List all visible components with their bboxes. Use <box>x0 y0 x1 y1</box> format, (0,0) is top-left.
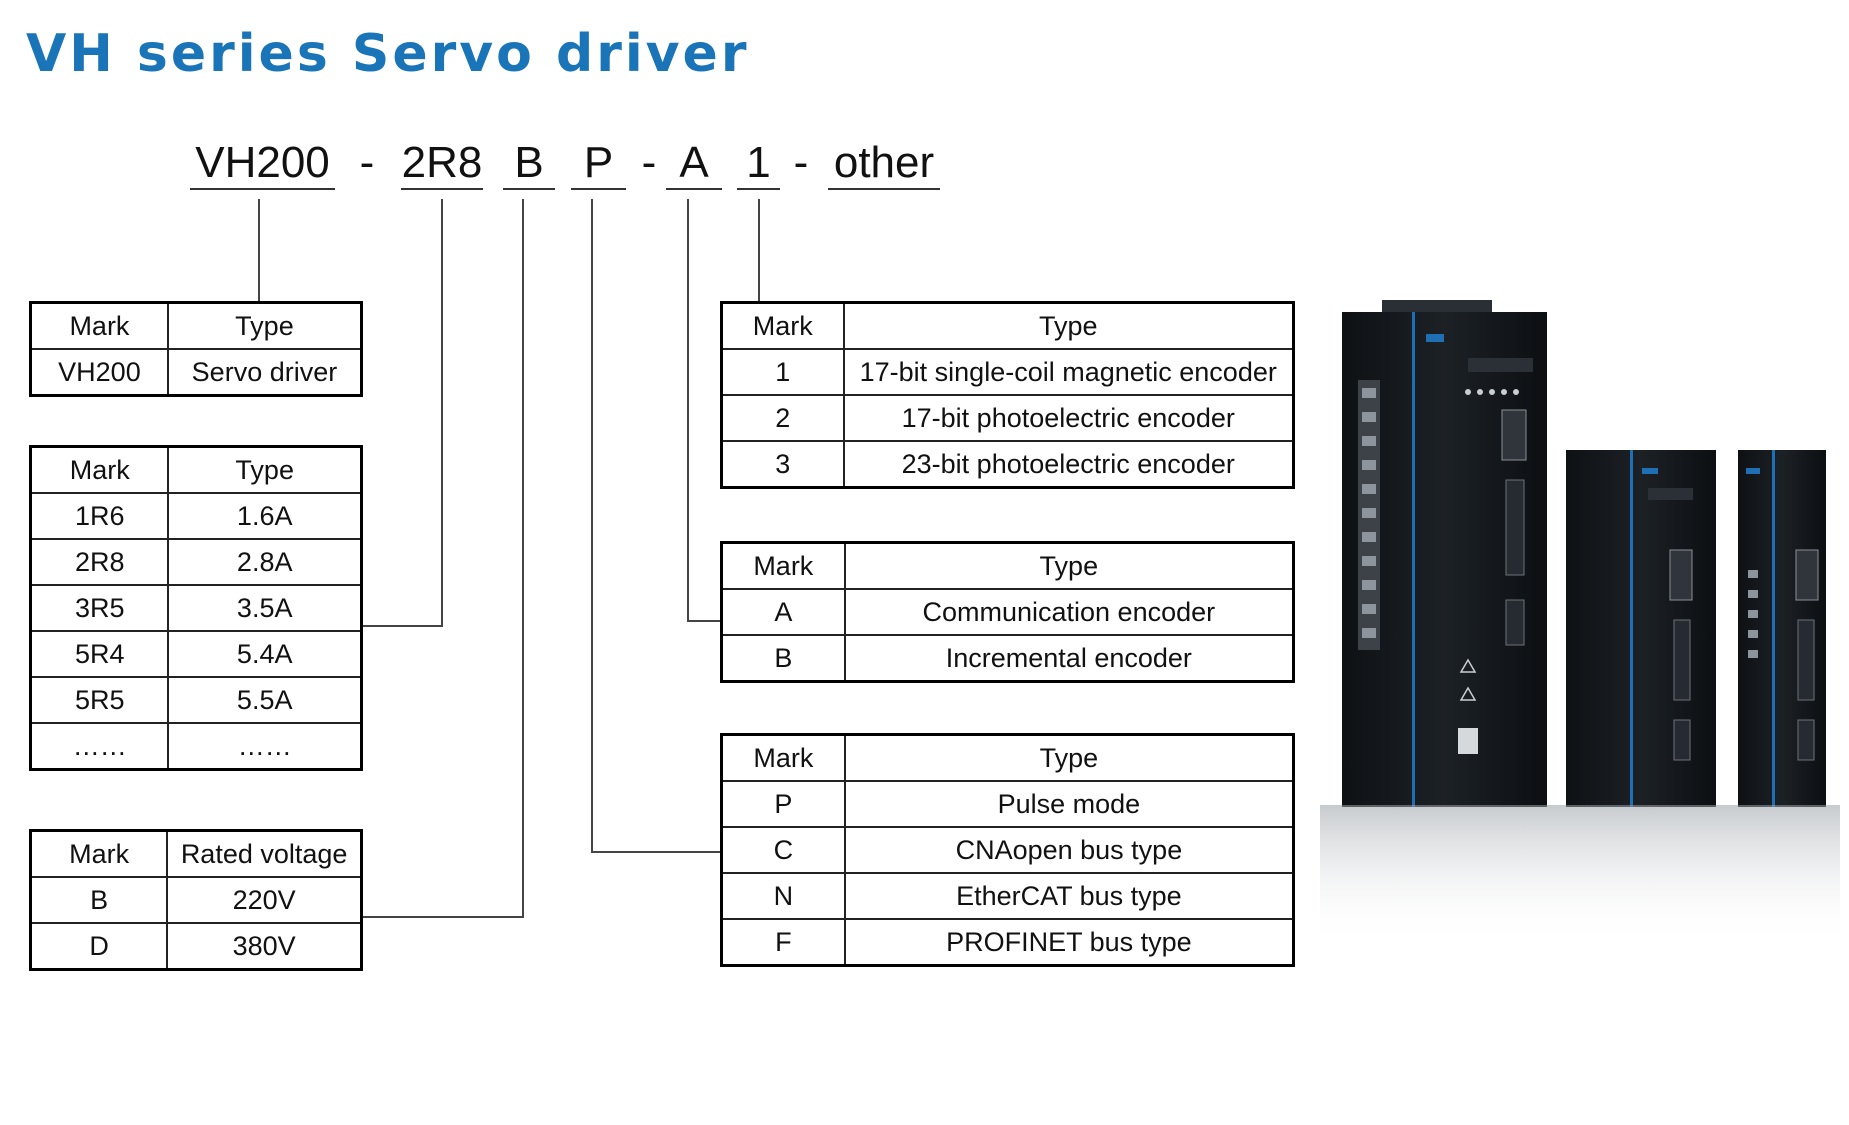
cell-mark: 3 <box>720 440 845 489</box>
cell-type: 1.6A <box>167 492 363 540</box>
code-voltage: B <box>503 138 555 190</box>
code-current: 2R8 <box>401 138 483 190</box>
table-header-row: Mark Type <box>720 301 1295 350</box>
header-type: Type <box>843 541 1295 590</box>
cell-mark: F <box>720 918 846 967</box>
cell-type: 17-bit single-coil magnetic encoder <box>842 348 1295 396</box>
code-dash: - <box>359 138 375 187</box>
cell-mark: C <box>720 826 846 874</box>
connector-current <box>363 199 443 627</box>
cell-mark: 2R8 <box>29 538 170 586</box>
connector-control <box>591 199 720 853</box>
connector-voltage <box>363 199 524 918</box>
floor-reflection <box>1320 805 1840 945</box>
cell-mark: 1R6 <box>29 492 170 540</box>
header-type: Type <box>843 733 1295 782</box>
cell-mark: 3R5 <box>29 584 170 632</box>
cell-type: EtherCAT bus type <box>843 872 1295 920</box>
cell-voltage: 220V <box>166 876 363 924</box>
header-type: Type <box>842 301 1295 350</box>
code-encoder-type: A <box>666 138 722 190</box>
cell-type: …… <box>167 722 363 771</box>
code-encoder-bits: 1 <box>737 138 780 190</box>
cell-mark: 2 <box>720 394 845 442</box>
table-header-row: Mark Type <box>720 541 1295 590</box>
cell-type: 17-bit photoelectric encoder <box>842 394 1295 442</box>
cell-type: Incremental encoder <box>843 634 1295 683</box>
cell-mark: P <box>720 780 846 828</box>
cell-type: PROFINET bus type <box>843 918 1295 967</box>
connector-encoder-type <box>687 199 720 622</box>
header-mark: Mark <box>720 733 846 782</box>
cell-mark: B <box>720 634 846 683</box>
cell-mark: A <box>720 588 846 636</box>
cell-type: Communication encoder <box>843 588 1295 636</box>
cell-type: 2.8A <box>167 538 363 586</box>
header-mark: Mark <box>720 301 845 350</box>
code-dash: - <box>641 138 657 187</box>
driver-small <box>1738 450 1826 807</box>
code-dash: - <box>793 138 809 187</box>
cell-voltage: 380V <box>166 922 363 971</box>
cell-mark: 1 <box>720 348 845 396</box>
table-header-row: Mark Type <box>29 445 363 494</box>
header-rated-voltage: Rated voltage <box>166 829 363 878</box>
header-mark: Mark <box>720 541 846 590</box>
table-header-row: Mark Type <box>720 733 1295 782</box>
table-row: ………… <box>29 722 363 771</box>
cell-type: 5.4A <box>167 630 363 678</box>
cell-mark: 5R4 <box>29 630 170 678</box>
cell-mark: B <box>29 876 169 924</box>
code-other: other <box>828 138 940 190</box>
header-mark: Mark <box>29 445 170 494</box>
header-mark: Mark <box>29 301 169 350</box>
cell-type: 3.5A <box>167 584 363 632</box>
cell-type: CNAopen bus type <box>843 826 1295 874</box>
header-type: Type <box>167 445 363 494</box>
cell-type: Pulse mode <box>843 780 1295 828</box>
cell-mark: …… <box>29 722 170 771</box>
cell-type: Servo driver <box>166 348 363 397</box>
cell-mark: N <box>720 872 846 920</box>
driver-medium <box>1566 450 1716 807</box>
table-row: VH200 Servo driver <box>29 348 363 397</box>
table-header-row: Mark Type <box>29 301 363 350</box>
header-type: Type <box>166 301 363 350</box>
cell-mark: 5R5 <box>29 676 170 724</box>
servo-driver-product-image <box>1320 300 1840 945</box>
series-table: Mark Type VH200 Servo driver <box>29 301 363 397</box>
cell-mark: VH200 <box>29 348 169 397</box>
page-title: VH series Servo driver <box>26 24 750 84</box>
code-control: P <box>571 138 626 190</box>
code-series: VH200 <box>190 138 335 190</box>
table-header-row: Mark Rated voltage <box>29 829 363 878</box>
cell-mark: D <box>29 922 169 971</box>
cell-type: 23-bit photoelectric encoder <box>842 440 1295 489</box>
header-mark: Mark <box>29 829 169 878</box>
driver-large <box>1342 300 1547 807</box>
cell-type: 5.5A <box>167 676 363 724</box>
